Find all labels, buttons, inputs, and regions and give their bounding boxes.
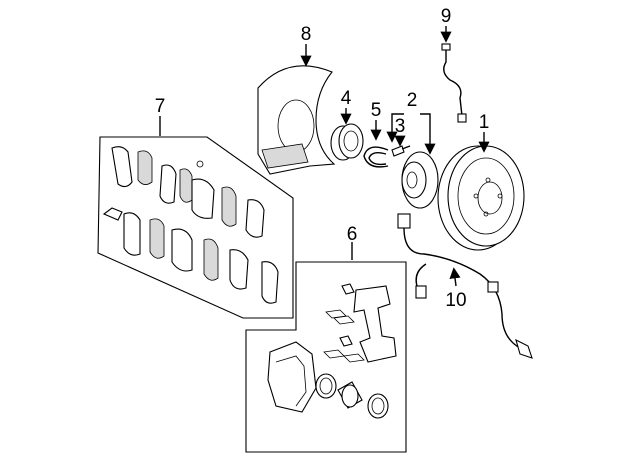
hub-bolt <box>391 145 411 157</box>
callout-8: 8 <box>301 24 312 45</box>
leader-lines <box>159 26 490 287</box>
callout-6: 6 <box>347 224 358 245</box>
callout-9: 9 <box>441 6 452 27</box>
splash-shield <box>257 65 336 175</box>
callout-3: 3 <box>395 116 406 137</box>
brake-pad-set-lower <box>102 207 279 304</box>
wheel-bearing <box>330 123 364 161</box>
caliper-kit-group <box>245 261 407 453</box>
callout-7: 7 <box>155 96 166 117</box>
callout-labels: 8 4 5 2 3 1 9 7 6 10 <box>155 6 490 311</box>
snap-ring <box>363 146 389 168</box>
leader-2b <box>420 113 436 155</box>
brake-pad-set-upper <box>111 146 265 238</box>
brake-rotor <box>437 145 525 251</box>
brake-hose <box>441 43 467 123</box>
callout-1: 1 <box>479 112 490 133</box>
callout-2: 2 <box>407 90 418 111</box>
wheel-hub <box>401 151 439 209</box>
leader-10 <box>449 267 461 287</box>
callout-10: 10 <box>445 290 466 311</box>
pad-kit-group <box>97 136 294 319</box>
leader-2a <box>386 113 404 143</box>
callout-4: 4 <box>341 88 352 109</box>
callout-5: 5 <box>371 100 382 121</box>
abs-sensor <box>397 213 533 359</box>
